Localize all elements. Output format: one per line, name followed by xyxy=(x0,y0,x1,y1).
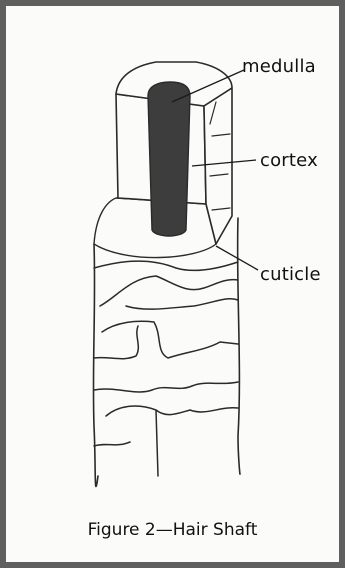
medulla-core xyxy=(148,82,190,236)
shaft-outline-right xyxy=(238,218,240,474)
cortex-side-face xyxy=(204,88,232,244)
cortex-label: cortex xyxy=(260,150,318,171)
figure-panel: medulla cortex cuticle Figure 2—Hair Sha… xyxy=(6,6,339,562)
cuticle-label: cuticle xyxy=(260,264,321,285)
medulla-label: medulla xyxy=(242,56,316,77)
cuticle-scales xyxy=(94,261,238,476)
figure-caption: Figure 2—Hair Shaft xyxy=(6,520,339,540)
shaft-outline-left xyxy=(93,244,98,486)
